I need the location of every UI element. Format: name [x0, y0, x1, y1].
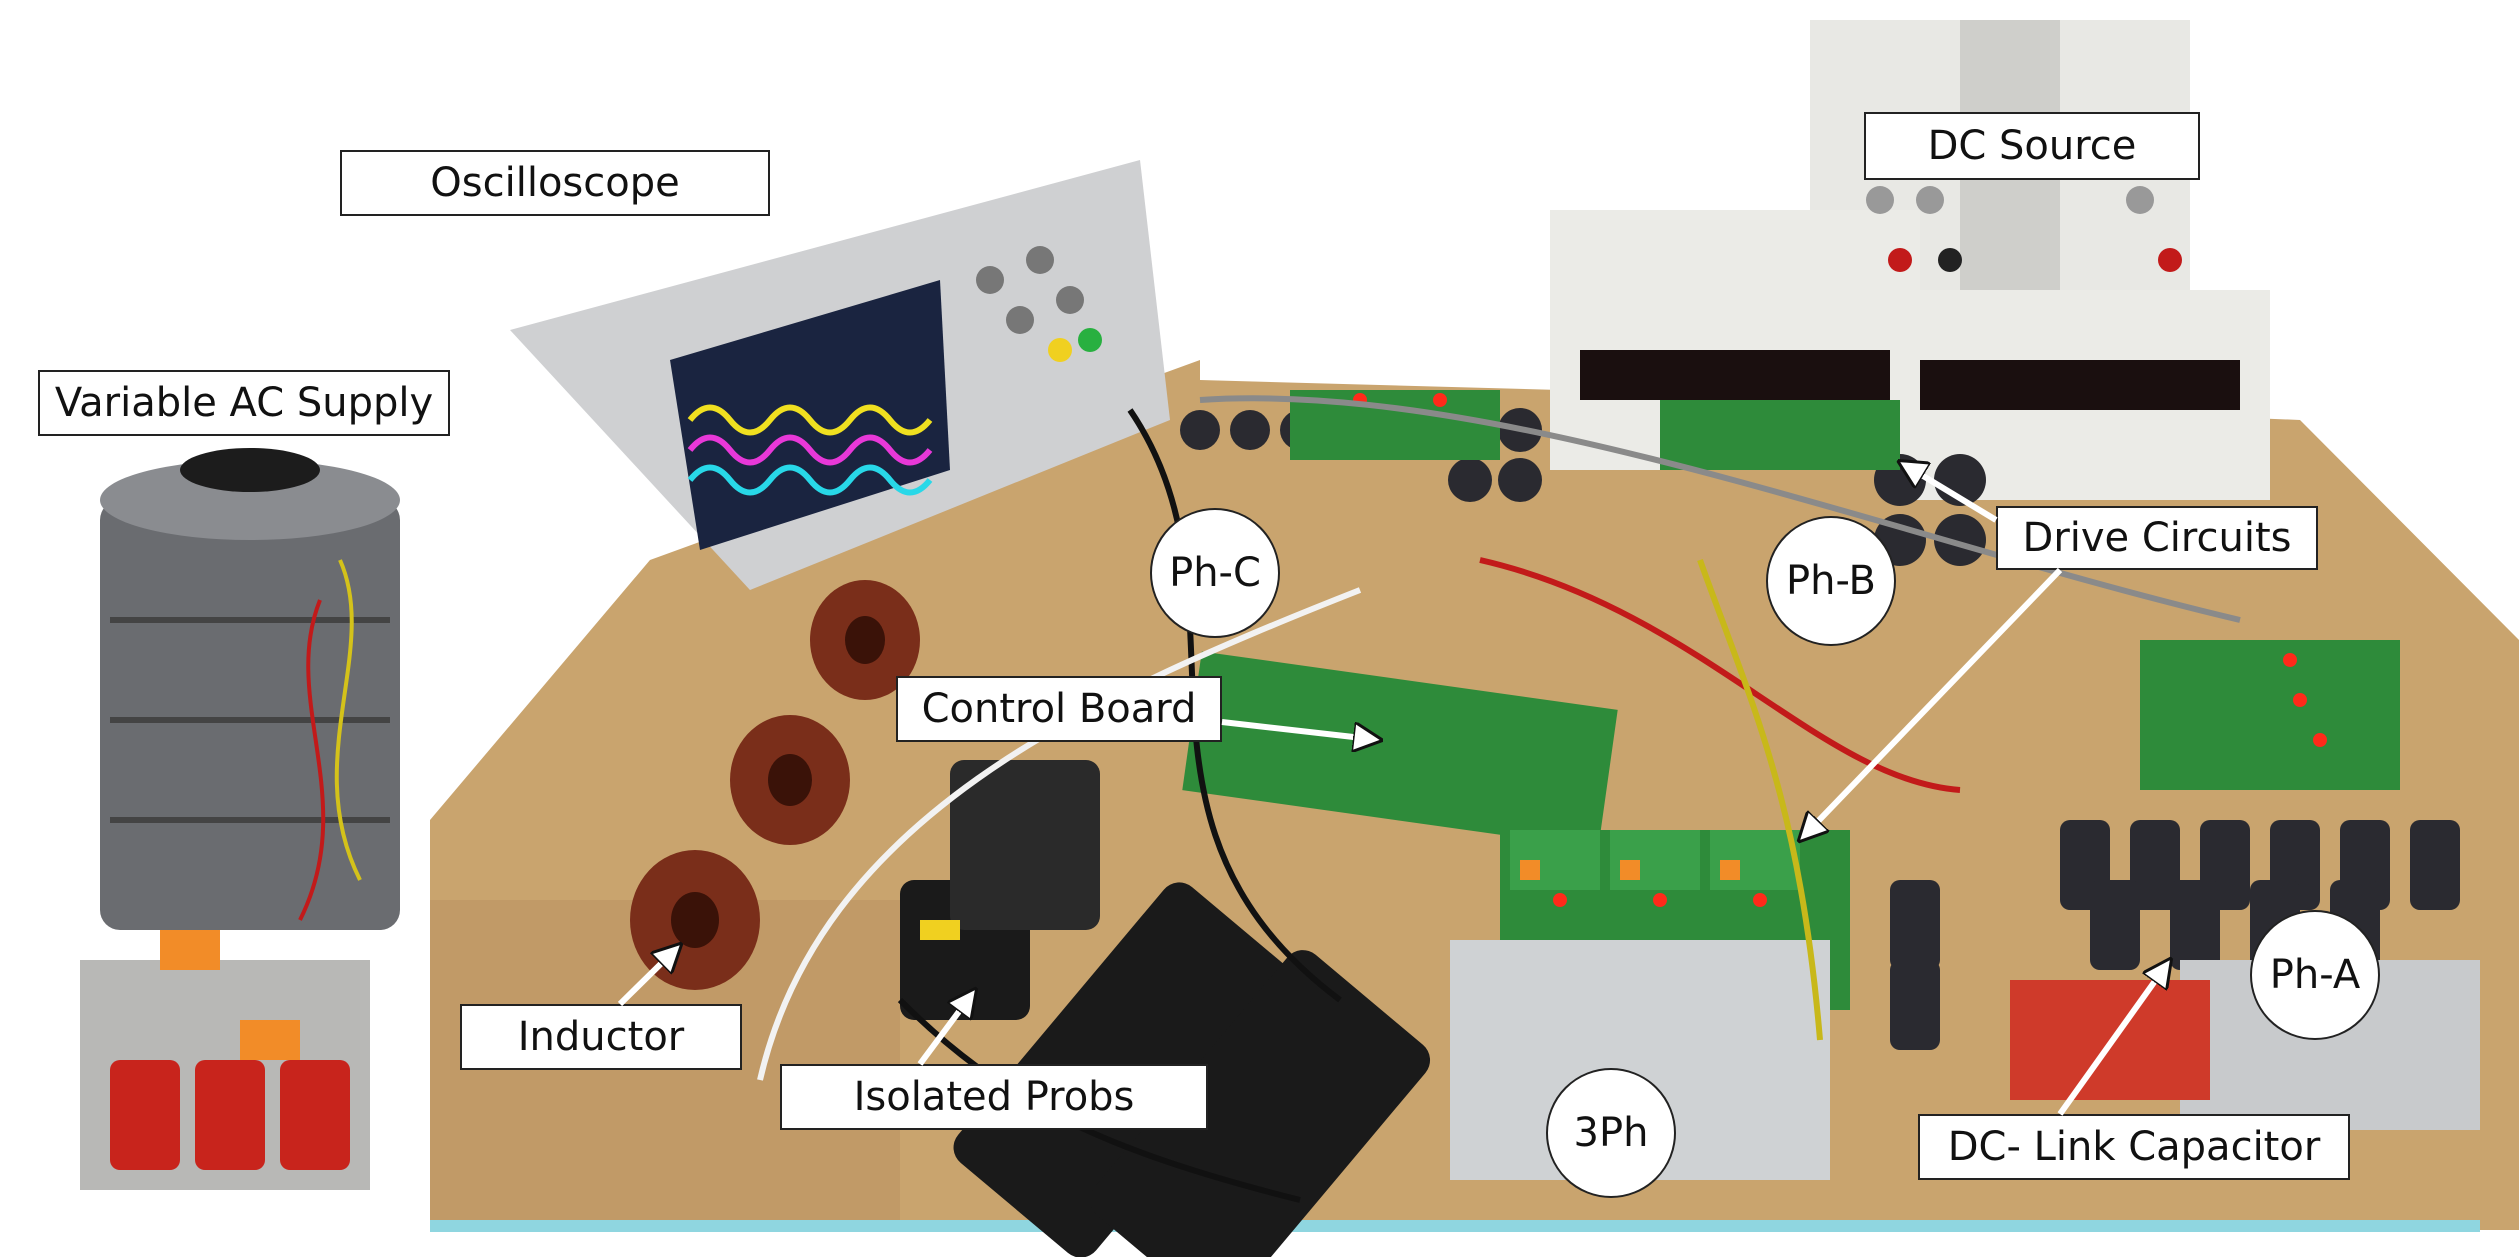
variac-device [80, 448, 400, 1190]
ph-a-marker: Ph-A [2250, 910, 2380, 1040]
oscilloscope-device [510, 160, 1170, 590]
isolated-probs-label: Isolated Probs [780, 1064, 1208, 1130]
oscilloscope-label: Oscilloscope [340, 150, 770, 216]
control-board-label: Control Board [896, 676, 1222, 742]
three-ph-marker: 3Ph [1546, 1068, 1676, 1198]
ph-c-marker: Ph-C [1150, 508, 1280, 638]
inductor-label: Inductor [460, 1004, 742, 1070]
dc-source-label: DC Source [1864, 112, 2200, 180]
ph-b-marker: Ph-B [1766, 516, 1896, 646]
dc-link-capacitor-label: DC- Link Capacitor [1918, 1114, 2350, 1180]
drive-circuits-label: Drive Circuits [1996, 506, 2318, 570]
dc-power-supplies [1550, 20, 2270, 500]
variable-ac-supply-label: Variable AC Supply [38, 370, 450, 436]
